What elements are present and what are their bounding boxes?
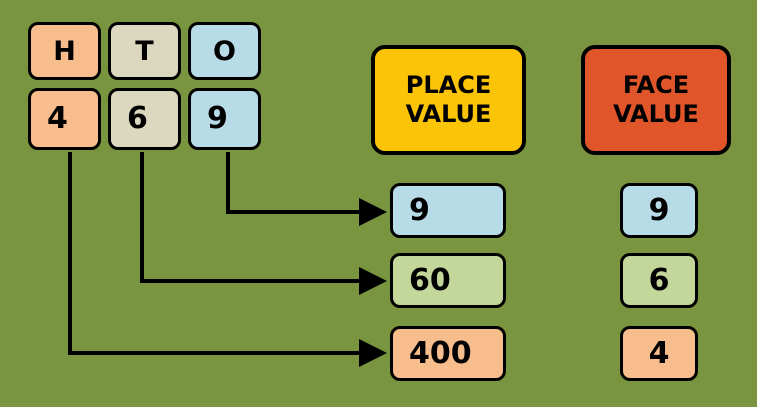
face-value-ones-label: 9 [648, 192, 670, 228]
digit-hundreds-label: 4 [47, 101, 68, 136]
face-value-title-card[interactable]: FACE VALUE [581, 45, 731, 155]
place-value-title-card[interactable]: PLACE VALUE [371, 45, 526, 155]
digit-tens-label: 6 [127, 101, 148, 136]
face-value-box-ones[interactable]: 9 [620, 183, 698, 238]
connector-hundreds [68, 152, 387, 367]
place-value-ones-label: 9 [409, 192, 430, 228]
face-value-tens-label: 6 [648, 262, 670, 298]
place-value-title-line2: VALUE [405, 100, 492, 128]
face-value-box-tens[interactable]: 6 [620, 253, 698, 308]
digit-ones-label: 9 [207, 101, 228, 136]
place-value-box-tens[interactable]: 60 [390, 253, 506, 308]
place-header-ones[interactable]: O [188, 22, 261, 80]
place-value-tens-label: 60 [409, 262, 451, 298]
place-value-box-ones[interactable]: 9 [390, 183, 506, 238]
place-header-hundreds-label: H [53, 35, 76, 67]
place-value-box-hundreds[interactable]: 400 [390, 326, 506, 381]
face-value-title-line1: FACE [622, 70, 690, 99]
face-value-box-hundreds[interactable]: 4 [620, 326, 698, 381]
digit-tens[interactable]: 6 [108, 88, 181, 150]
connector-tens [140, 152, 387, 295]
place-header-tens[interactable]: T [108, 22, 181, 80]
place-header-hundreds[interactable]: H [28, 22, 101, 80]
face-value-title-line2: VALUE [613, 100, 699, 128]
place-header-tens-label: T [135, 35, 154, 67]
place-value-title-line1: PLACE [405, 70, 492, 99]
digit-hundreds[interactable]: 4 [28, 88, 101, 150]
connector-ones [226, 152, 387, 226]
place-header-ones-label: O [213, 35, 236, 67]
place-value-hundreds-label: 400 [409, 335, 472, 371]
digit-ones[interactable]: 9 [188, 88, 261, 150]
face-value-hundreds-label: 4 [648, 335, 670, 371]
